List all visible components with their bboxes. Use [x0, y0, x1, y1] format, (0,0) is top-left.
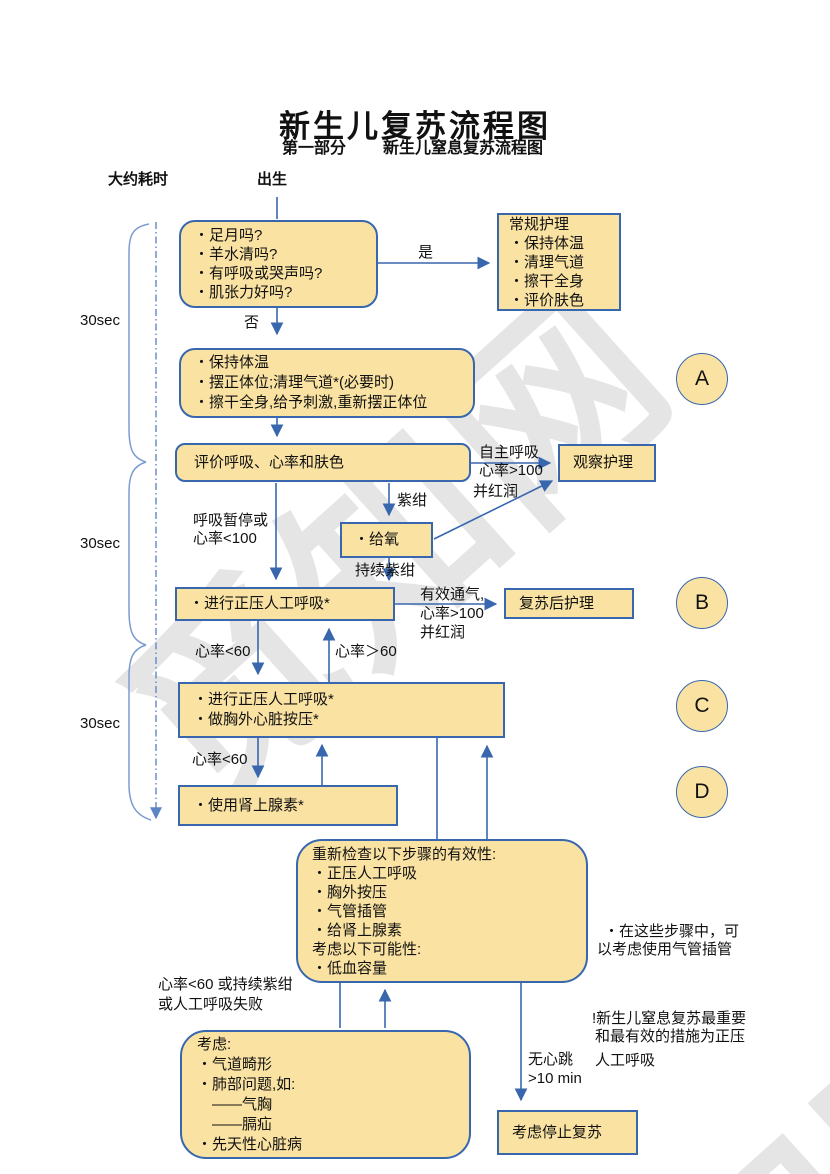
- edge-label-hr-gt60: 心率＞60: [335, 643, 397, 660]
- timeline-interval-2: 30sec: [80, 535, 121, 552]
- step-marker-b: B: [676, 577, 728, 629]
- annotation-important-line2: 和最有效的措施为正压: [595, 1028, 746, 1045]
- node-evaluate: 评价呼吸、心率和肤色: [175, 443, 471, 482]
- page-title: 新生儿复苏流程图: [279, 109, 551, 144]
- subtitle-part2: 新生儿窒息复苏流程图: [383, 140, 544, 157]
- timeline-header: 大约耗时: [108, 171, 169, 188]
- start-label: 出生: [257, 171, 288, 188]
- edge-label-apnea-2: 心率<100: [193, 530, 257, 547]
- edge-label-persistent-cyanosis: 持续紫绀: [355, 562, 416, 579]
- node-observe-care: 观察护理: [558, 444, 656, 482]
- step-marker-d: D: [676, 766, 728, 818]
- annotation-important-line1: !新生儿窒息复苏最重要: [592, 1010, 747, 1027]
- node-epinephrine: ・使用肾上腺素*: [178, 785, 398, 826]
- edge-label-cyanosis: 紫绀: [397, 492, 428, 509]
- node-initial-steps: ・保持体温 ・摆正体位;清理气道*(必要时) ・擦干全身,给予刺激,重新摆正体位: [179, 348, 475, 418]
- node-consider: 考虑: ・气道畸形 ・肺部问题,如: ——气胸 ——膈疝 ・先天性心脏病: [180, 1030, 471, 1159]
- node-routine-care: 常规护理 ・保持体温 ・清理气道 ・擦干全身 ・评价肤色: [497, 213, 621, 311]
- subtitle-part1: 第一部分: [282, 140, 347, 157]
- edge-label-effective-vent-3: 并红润: [420, 624, 466, 641]
- annotation-intubation-line2: 以考虑使用气管插管: [597, 941, 733, 958]
- node-stop-resus: 考虑停止复苏: [497, 1110, 638, 1155]
- node-ppv-compressions: ・进行正压人工呼吸* ・做胸外心脏按压*: [178, 682, 505, 738]
- node-assess-birth: ・足月吗? ・羊水清吗? ・有呼吸或哭声吗? ・肌张力好吗?: [179, 220, 378, 308]
- step-marker-a: A: [676, 353, 728, 405]
- edge-label-apnea-1: 呼吸暂停或: [193, 512, 269, 529]
- edge-label-fail-1: 心率<60 或持续紫绀: [158, 976, 293, 993]
- node-ppv: ・进行正压人工呼吸*: [175, 587, 395, 621]
- annotation-intubation-line1: ・在这些步骤中，可: [604, 923, 740, 940]
- edge-label-yes: 是: [418, 244, 434, 261]
- timeline-brace-2: [128, 461, 147, 646]
- timeline-interval-1: 30sec: [80, 312, 121, 329]
- node-recheck: 重新检查以下步骤的有效性: ・正压人工呼吸 ・胸外按压 ・气管插管 ・给肾上腺素…: [296, 839, 588, 983]
- edge-label-hr-lt60-a: 心率<60: [195, 643, 251, 660]
- edge-label-no: 否: [244, 314, 260, 331]
- edge-label-hr-lt60-b: 心率<60: [192, 751, 248, 768]
- edge-label-no-heartbeat-2: >10 min: [528, 1070, 582, 1087]
- edge-label-spontaneous-2: 心率>100: [479, 462, 543, 479]
- step-marker-c: C: [676, 680, 728, 732]
- edge-label-fail-2: 或人工呼吸失败: [158, 996, 264, 1013]
- timeline-brace-3: [128, 644, 152, 821]
- node-give-oxygen: ・给氧: [340, 522, 433, 558]
- node-post-resus-care: 复苏后护理: [504, 588, 634, 619]
- edge-label-no-heartbeat-1: 无心跳: [528, 1051, 574, 1068]
- edge-label-spontaneous-3: 并红润: [473, 483, 519, 500]
- flow-arrows: [251, 197, 554, 1102]
- timeline-interval-3: 30sec: [80, 715, 121, 732]
- edge-label-effective-vent-2: 心率>100: [420, 605, 484, 622]
- timeline-brace-1: [128, 223, 150, 463]
- edge-label-spontaneous-1: 自主呼吸: [479, 444, 540, 461]
- annotation-important-line3: 人工呼吸: [595, 1052, 656, 1069]
- edge-label-effective-vent-1: 有效通气,: [420, 586, 485, 603]
